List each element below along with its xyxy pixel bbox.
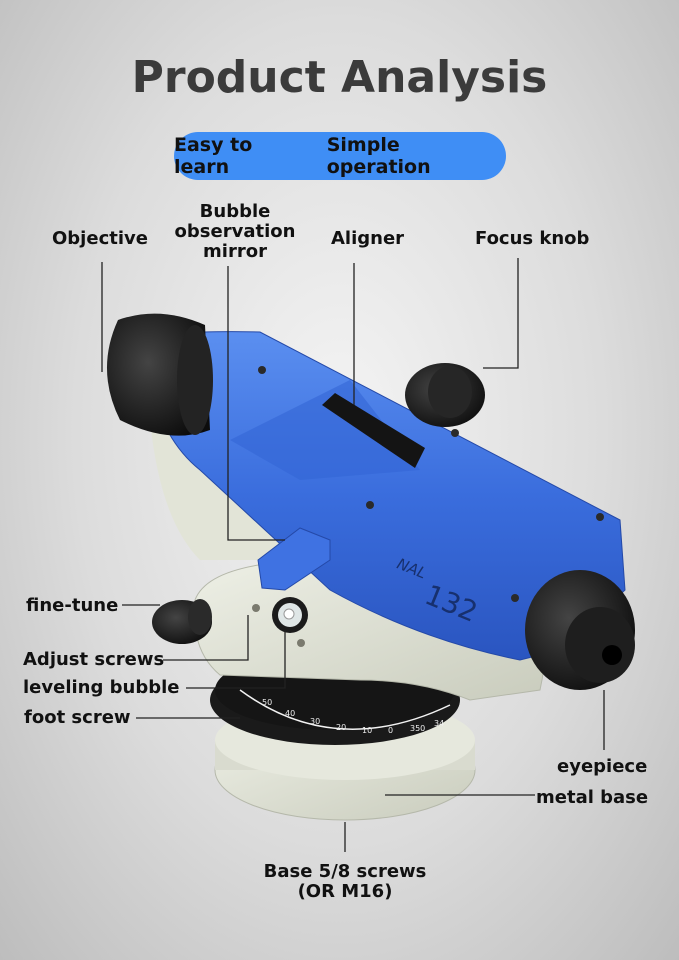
label-base-line2: (OR M16)	[297, 881, 393, 902]
label-leveling-bubble: leveling bubble	[23, 677, 180, 698]
banner-text-simple: Simple operation	[326, 134, 431, 178]
adjust-screw	[252, 604, 260, 612]
dial-number: 0	[388, 726, 393, 735]
label-focus-knob: Focus knob	[475, 228, 590, 249]
feature-banner: Easy to learn Simple operation	[174, 132, 506, 180]
label-objective: Objective	[52, 228, 148, 249]
label-adjust-screws: Adjust screws	[23, 649, 165, 670]
dial-number: 10	[362, 726, 372, 735]
label-bubble-line1: Bubble	[199, 201, 271, 222]
label-bubble-observation-mirror: Bubble observation mirror	[170, 202, 300, 262]
dial-number: 50	[262, 698, 272, 707]
page-title: Product Analysis	[131, 52, 548, 103]
label-base-screws: Base 5/8 screws (OR M16)	[250, 862, 440, 902]
bubble-mirror	[257, 527, 331, 591]
body-screw	[451, 429, 459, 437]
label-foot-screw: foot screw	[24, 707, 131, 728]
dial-number: 350	[410, 724, 425, 733]
body-screw	[258, 366, 266, 374]
dial-number: 34	[434, 719, 444, 728]
body-screw	[511, 594, 519, 602]
label-eyepiece: eyepiece	[557, 756, 648, 777]
label-aligner: Aligner	[331, 228, 405, 249]
body-screw	[596, 513, 604, 521]
label-bubble-line2: observation	[174, 221, 296, 242]
label-metal-base: metal base	[536, 787, 649, 808]
label-fine-tune: fine-tune	[26, 595, 119, 616]
dial-number: 20	[336, 723, 346, 732]
banner-text-easy: Easy to learn	[174, 134, 253, 178]
body-screw	[366, 501, 374, 509]
dial-number: 30	[310, 717, 320, 726]
dial-number: 40	[285, 709, 295, 718]
aligner-sight	[322, 393, 425, 468]
leader-lines	[101, 258, 605, 852]
label-base-line1: Base 5/8 screws	[263, 861, 427, 882]
label-bubble-line3: mirror	[203, 241, 267, 262]
adjust-screw	[297, 639, 305, 647]
